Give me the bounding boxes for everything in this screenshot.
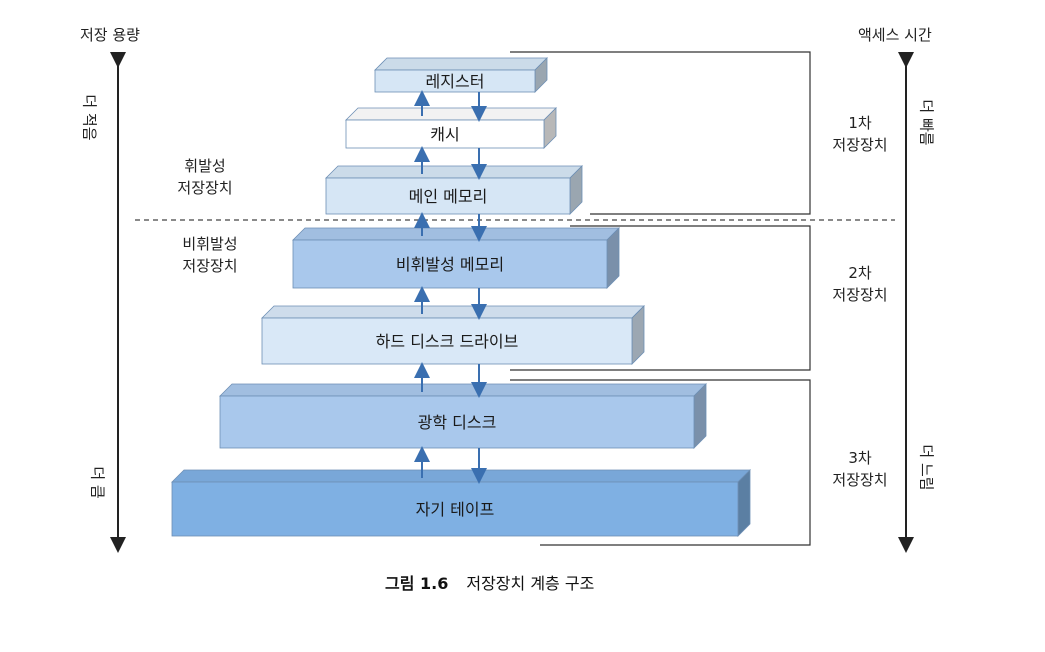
tier3-line2: 저장장치 [832, 471, 888, 489]
volatile-group-label: 휘발성 저장장치 [170, 155, 240, 199]
level-label-3: 비휘발성 메모리 [396, 255, 504, 274]
tier1-line2: 저장장치 [832, 136, 888, 154]
level-label-5: 광학 디스크 [418, 413, 497, 432]
nonvolatile-line1: 비휘발성 [182, 235, 238, 253]
left-axis-top-label: 더 적음 [80, 94, 99, 141]
level-box-top [261, 305, 645, 319]
left-axis-title: 저장 용량 [80, 26, 140, 44]
level-arrows [414, 90, 487, 484]
tier3-line1: 3차 [848, 449, 872, 467]
tier2-line1: 2차 [848, 264, 872, 282]
level-box-front [374, 69, 536, 93]
left-axis-bottom-label: 더 큼 [88, 466, 107, 499]
level-label-4: 하드 디스크 드라이브 [376, 332, 519, 351]
tier2-line2: 저장장치 [832, 286, 888, 304]
tier-bracket-1 [510, 51, 811, 215]
level-label-6: 자기 테이프 [416, 500, 495, 519]
tier-label-3: 3차 저장장치 [825, 447, 895, 491]
level-box-front [345, 119, 545, 149]
caption-number: 그림 1.6 [385, 574, 449, 593]
level-label-1: 캐시 [430, 125, 459, 144]
right-axis-bottom-label: 더 느림 [917, 444, 936, 491]
level-box-1: 캐시 [345, 107, 557, 149]
level-label-2: 메인 메모리 [409, 187, 488, 206]
level-box-top [171, 469, 751, 483]
volatile-line2: 저장장치 [177, 179, 233, 197]
level-box-front [219, 395, 695, 449]
level-box-4: 하드 디스크 드라이브 [261, 305, 645, 365]
tier1-line1: 1차 [848, 114, 872, 132]
tier-bracket-2 [510, 225, 811, 371]
level-box-6: 자기 테이프 [171, 469, 751, 537]
nonvolatile-line2: 저장장치 [182, 257, 238, 275]
level-label-0: 레지스터 [426, 72, 485, 91]
tier-label-1: 1차 저장장치 [825, 112, 895, 156]
level-box-top [325, 165, 583, 179]
level-box-front [171, 481, 739, 537]
volatile-line1: 휘발성 [184, 157, 226, 175]
level-box-3: 비휘발성 메모리 [292, 227, 620, 289]
tier-label-2: 2차 저장장치 [825, 262, 895, 306]
level-box-top [374, 57, 548, 71]
level-box-front [292, 239, 608, 289]
level-box-front [325, 177, 571, 215]
figure-caption: 그림 1.6 저장장치 계층 구조 [385, 570, 594, 594]
level-box-front [261, 317, 633, 365]
level-box-0: 레지스터 [374, 57, 548, 93]
level-box-2: 메인 메모리 [325, 165, 583, 215]
level-box-top [219, 383, 707, 397]
level-box-top [292, 227, 620, 241]
caption-text: 저장장치 계층 구조 [466, 574, 595, 593]
nonvolatile-group-label: 비휘발성 저장장치 [170, 233, 250, 277]
right-axis-title: 액세스 시간 [858, 26, 932, 44]
right-axis-top-label: 더 빠름 [917, 99, 936, 146]
tier-bracket-3 [510, 379, 811, 546]
level-box-top [345, 107, 557, 121]
level-box-5: 광학 디스크 [219, 383, 707, 449]
level-box-side [737, 469, 751, 537]
